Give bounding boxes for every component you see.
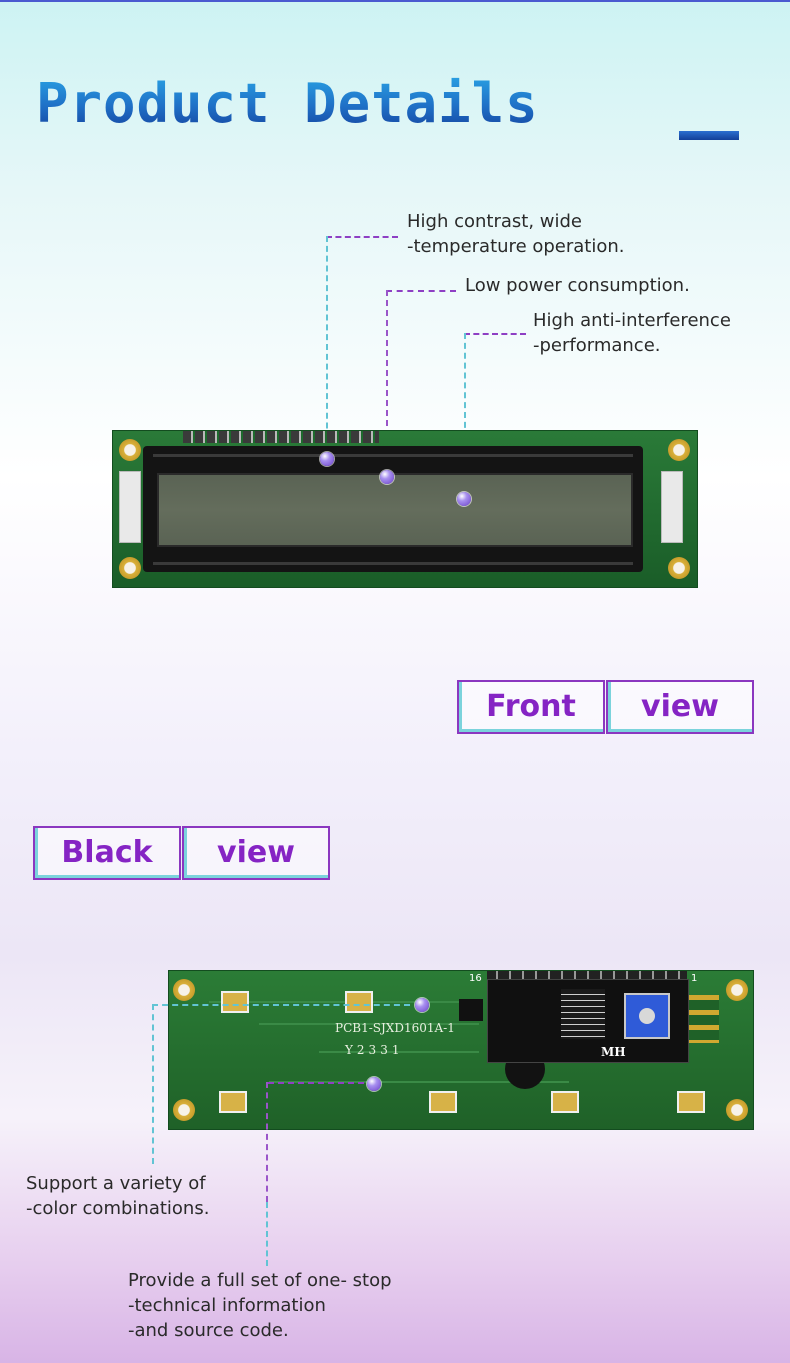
callout-low-power: Low power consumption. — [465, 275, 690, 296]
date-code-silk: Y2331 — [345, 1043, 404, 1057]
mount-hole — [173, 979, 195, 1001]
callout-anti-interference: High anti-interference -performance. — [533, 310, 731, 356]
black-badge-right: view — [182, 826, 330, 880]
mount-hole — [668, 557, 690, 579]
callout-technical-info: Provide a full set of one- stop -technic… — [128, 1270, 392, 1341]
pin-16-label: 16 — [469, 973, 482, 984]
leader-line-5-h — [268, 1082, 364, 1084]
lcd-module-front — [112, 430, 698, 588]
mount-hole — [668, 439, 690, 461]
ic-chip — [561, 989, 605, 1039]
i2c-header-pins — [487, 971, 687, 981]
solder-pad — [219, 1091, 247, 1113]
solder-pad — [429, 1091, 457, 1113]
top-border-line — [0, 0, 790, 2]
mount-hole — [119, 439, 141, 461]
callout-dot-5 — [367, 1077, 381, 1091]
side-clip — [661, 471, 683, 543]
pcb-trace — [269, 1081, 569, 1083]
mount-hole — [726, 1099, 748, 1121]
brand-silk: MH — [601, 1045, 626, 1059]
callout-dot-2 — [380, 470, 394, 484]
part-number-silk: PCB1-SJXD1601A-1 — [335, 1021, 455, 1035]
page-title: Product Details — [36, 72, 539, 135]
header-pins — [183, 431, 379, 443]
callout-dot-1 — [320, 452, 334, 466]
contrast-potentiometer — [624, 993, 670, 1039]
front-badge-left: Front — [457, 680, 605, 734]
front-badge-right: view — [606, 680, 754, 734]
pin-1-label: 1 — [691, 973, 698, 984]
mount-hole — [726, 979, 748, 1001]
leader-line-4-v — [152, 1004, 154, 1164]
pcb-trace — [319, 1051, 479, 1053]
leader-line-2-v — [386, 290, 388, 476]
bezel-groove — [153, 562, 633, 565]
callout-high-contrast: High contrast, wide -temperature operati… — [407, 211, 625, 257]
lcd-bezel — [143, 446, 643, 572]
callout-dot-4 — [415, 998, 429, 1012]
solder-pad — [345, 991, 373, 1013]
lcd-screen — [157, 473, 633, 547]
callout-color-combinations: Support a variety of -color combinations… — [26, 1173, 210, 1219]
led-jumper — [459, 999, 483, 1021]
black-badge-left: Black — [33, 826, 181, 880]
bezel-groove — [153, 454, 633, 457]
solder-pad — [551, 1091, 579, 1113]
solder-pad — [221, 991, 249, 1013]
mount-hole — [119, 557, 141, 579]
leader-line-2-h — [386, 290, 456, 292]
pcb-trace — [259, 1023, 479, 1025]
pcb-trace — [209, 1001, 469, 1003]
leader-line-3-v — [464, 333, 466, 497]
leader-line-5-v-b — [266, 1202, 268, 1266]
leader-line-1-h — [326, 236, 398, 238]
lcd-module-back: PCB1-SJXD1601A-1 Y2331 16 1 MH — [168, 970, 754, 1130]
leader-line-3-h — [464, 333, 526, 335]
leader-line-5-v-a — [266, 1082, 268, 1202]
leader-line-1-v — [326, 236, 328, 458]
callout-dot-3 — [457, 492, 471, 506]
mount-hole — [173, 1099, 195, 1121]
side-clip — [119, 471, 141, 543]
title-accent-bar — [679, 131, 739, 140]
i2c-output-pins — [689, 995, 719, 1043]
solder-pad — [677, 1091, 705, 1113]
leader-line-4-h — [152, 1004, 410, 1006]
